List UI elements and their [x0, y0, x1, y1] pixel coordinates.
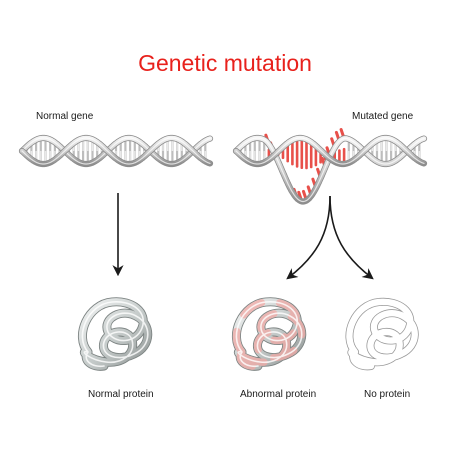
mutated-gene-label: Mutated gene	[352, 111, 414, 122]
no-protein-label: No protein	[364, 389, 411, 400]
normal-gene-dna-helix-icon	[18, 134, 214, 168]
no-protein-arrow	[329, 195, 374, 280]
mutated-gene-dna-helix-icon	[232, 128, 428, 205]
abnormal-expression-arrow	[286, 195, 331, 280]
normal-gene-label: Normal gene	[36, 111, 94, 122]
no-protein-outline-icon	[345, 297, 419, 371]
abnormal-protein-label: Abnormal protein	[240, 389, 317, 400]
normal-protein-label: Normal protein	[88, 389, 154, 400]
diagram-title: Genetic mutation	[138, 50, 312, 76]
normal-protein-folded-protein-icon	[78, 297, 153, 371]
abnormal-protein-icon	[232, 297, 307, 371]
